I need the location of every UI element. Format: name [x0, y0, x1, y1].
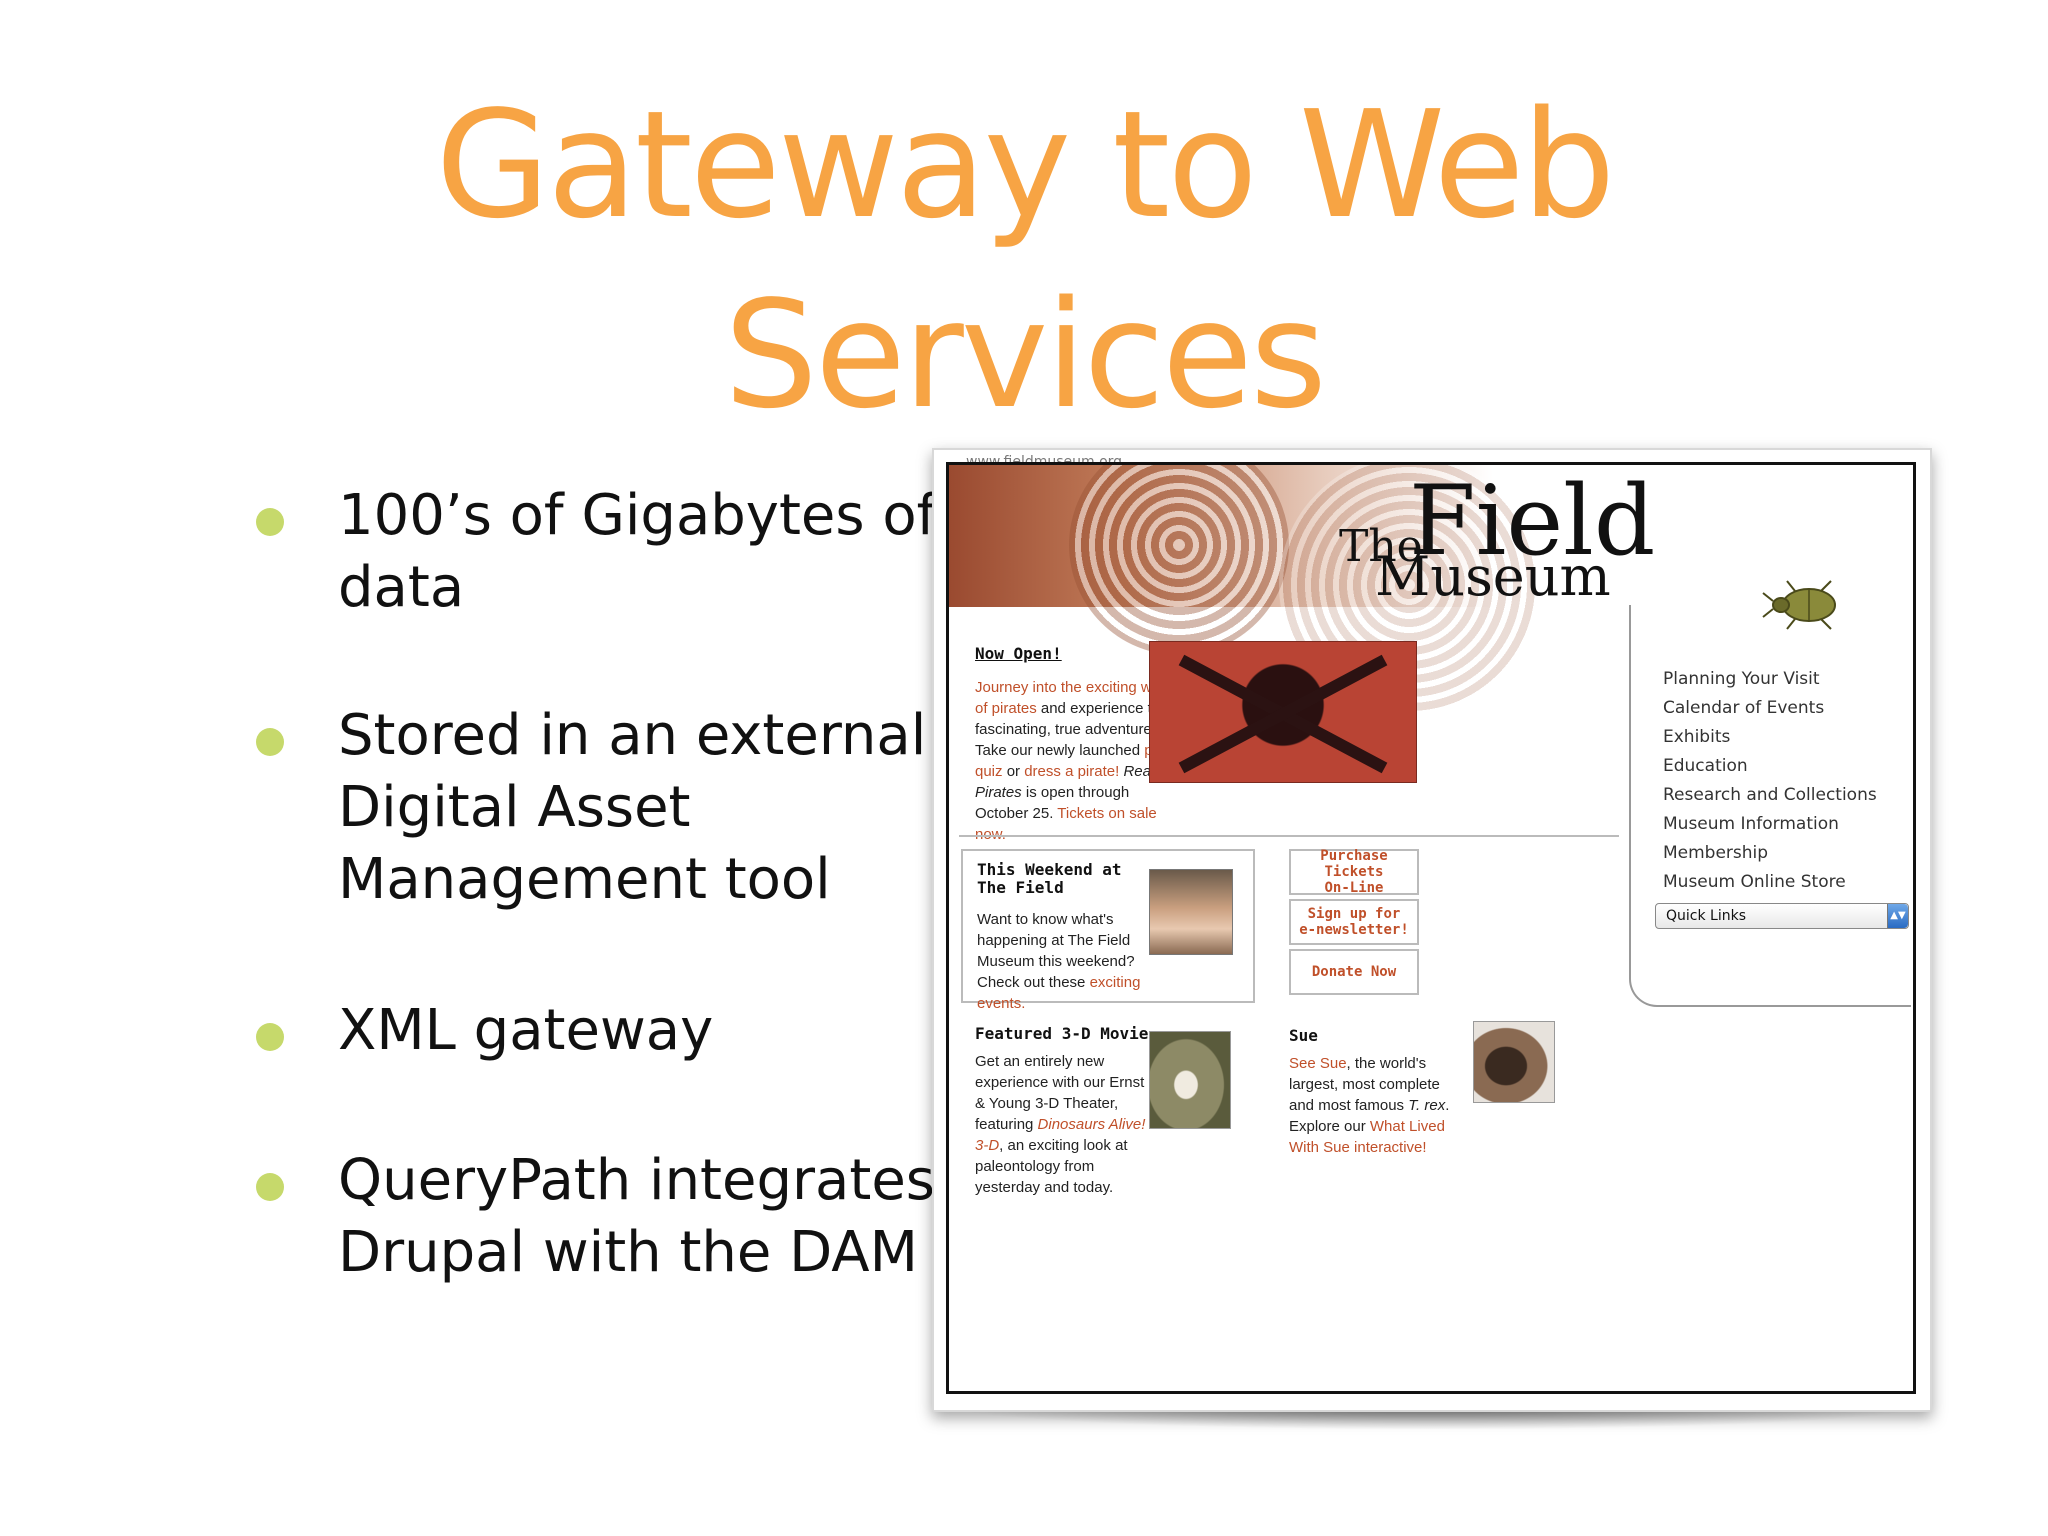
pirates-link[interactable]: Journey into the exciting world of pirat…	[975, 679, 1177, 717]
nav-link-planning-your-visit[interactable]: Planning Your Visit	[1663, 669, 1820, 689]
quick-links-label: Quick Links	[1666, 908, 1747, 924]
select-arrows-icon: ▲▼	[1887, 904, 1908, 928]
website-screenshot: www.fieldmuseum.org The Field Museum Pla…	[932, 448, 1932, 1412]
heading-line: This Weekend at	[977, 860, 1122, 879]
text-span: Want to know what's happening at The Fie…	[977, 911, 1135, 991]
bullet-dot-icon	[256, 1173, 284, 1201]
slide-title: Gateway to Web Services	[0, 70, 2048, 450]
bullet-line: Management tool	[338, 847, 831, 912]
bullet-line: Drupal with the DAM	[338, 1220, 918, 1285]
text-span: T. rex	[1408, 1097, 1446, 1114]
newsletter-signup-button[interactable]: Sign up for e-newsletter!	[1289, 899, 1419, 945]
button-line: Purchase Tickets	[1320, 848, 1388, 880]
field-museum-page: The Field Museum Planning Your Visit Cal…	[946, 462, 1916, 1394]
bullet-line: Digital Asset	[338, 775, 691, 840]
sidebar-nav: Planning Your Visit Calendar of Events E…	[1663, 665, 1877, 897]
bullet-dot-icon	[256, 728, 284, 756]
nav-link-calendar-of-events[interactable]: Calendar of Events	[1663, 698, 1825, 718]
button-line: e-newsletter!	[1299, 922, 1409, 938]
bullet-dot-icon	[256, 1023, 284, 1051]
now-open-text: Journey into the exciting world of pirat…	[975, 677, 1185, 845]
now-open-heading: Now Open!	[975, 644, 1062, 663]
bullet-line: QueryPath integrates	[338, 1148, 935, 1213]
tickets-link[interactable]: Tickets on sale now.	[975, 805, 1157, 843]
logo-the: The	[1339, 521, 1423, 572]
nav-link-museum-online-store[interactable]: Museum Online Store	[1663, 872, 1846, 892]
bullet-text: QueryPath integrates Drupal with the DAM	[338, 1145, 978, 1289]
content-divider	[959, 835, 1619, 837]
purchase-tickets-button[interactable]: Purchase Tickets On-Line	[1289, 848, 1419, 896]
button-line: Sign up for	[1307, 906, 1401, 922]
quick-links-select[interactable]: Quick Links ▲▼	[1655, 903, 1909, 929]
slide-title-line2: Services	[723, 269, 1327, 441]
text-span: , an exciting look at paleontology from …	[975, 1137, 1128, 1196]
nav-link-research-and-collections[interactable]: Research and Collections	[1663, 785, 1877, 805]
boy-with-fossil-image[interactable]	[1149, 869, 1233, 955]
bullet-line: XML gateway	[338, 998, 714, 1063]
bullet-text: Stored in an external Digital Asset Mana…	[338, 700, 978, 916]
button-line: On-Line	[1324, 880, 1384, 896]
text-span: . Explore our	[1289, 1097, 1450, 1135]
field-museum-logo[interactable]: The Field Museum	[1339, 465, 1659, 608]
dinosaur-image[interactable]	[1149, 1031, 1231, 1129]
logo-field: Field	[1409, 465, 1656, 577]
nav-link-membership[interactable]: Membership	[1663, 843, 1769, 863]
bullet-text: XML gateway	[338, 995, 978, 1067]
beetle-icon	[1762, 580, 1836, 630]
bullet-line: 100’s of Gigabytes of	[338, 483, 937, 548]
text-span: is open through October 25.	[975, 784, 1130, 822]
see-sue-link[interactable]: See Sue	[1289, 1055, 1347, 1072]
dinosaurs-alive-link[interactable]: Dinosaurs Alive! 3-D	[975, 1116, 1146, 1154]
movie-heading: Featured 3-D Movie	[975, 1024, 1149, 1043]
weekend-box	[961, 849, 1255, 1003]
bullet-text: 100’s of Gigabytes of data	[338, 480, 978, 624]
sidebar-frame	[1629, 605, 1911, 1007]
ammonite-fossil-image	[1069, 465, 1289, 655]
pirate-skull-image[interactable]	[1149, 641, 1417, 783]
events-link[interactable]: exciting events.	[977, 974, 1141, 1012]
bullet-line: data	[338, 555, 465, 620]
heading-line: The Field	[977, 878, 1064, 897]
weekend-text: Want to know what's happening at The Fie…	[977, 909, 1147, 1014]
bullet-dot-icon	[256, 508, 284, 536]
dress-a-pirate-link[interactable]: dress a pirate!	[1024, 763, 1120, 780]
donate-now-button[interactable]: Donate Now	[1289, 949, 1419, 995]
nav-link-education[interactable]: Education	[1663, 756, 1748, 776]
what-lived-with-sue-link[interactable]: What Lived With Sue interactive!	[1289, 1118, 1445, 1156]
text-span: or	[1002, 763, 1025, 780]
bullet-line: Stored in an external	[338, 703, 927, 768]
nav-link-exhibits[interactable]: Exhibits	[1663, 727, 1731, 747]
sue-heading: Sue	[1289, 1026, 1318, 1045]
nav-link-museum-information[interactable]: Museum Information	[1663, 814, 1839, 834]
text-span: , the world's largest, most complete and…	[1289, 1055, 1440, 1114]
sue-text: See Sue, the world's largest, most compl…	[1289, 1053, 1469, 1158]
text-span: Get an entirely new experience with our …	[975, 1053, 1145, 1133]
text-span: Real Pirates	[975, 763, 1155, 801]
t-rex-skeleton-image[interactable]	[1473, 1021, 1555, 1103]
weekend-heading: This Weekend at The Field	[977, 861, 1122, 897]
movie-text: Get an entirely new experience with our …	[975, 1051, 1155, 1198]
slide-title-line1: Gateway to Web	[435, 79, 1615, 251]
logo-museum: Museum	[1375, 545, 1611, 608]
text-span: and experience their fascinating, true a…	[975, 700, 1177, 759]
